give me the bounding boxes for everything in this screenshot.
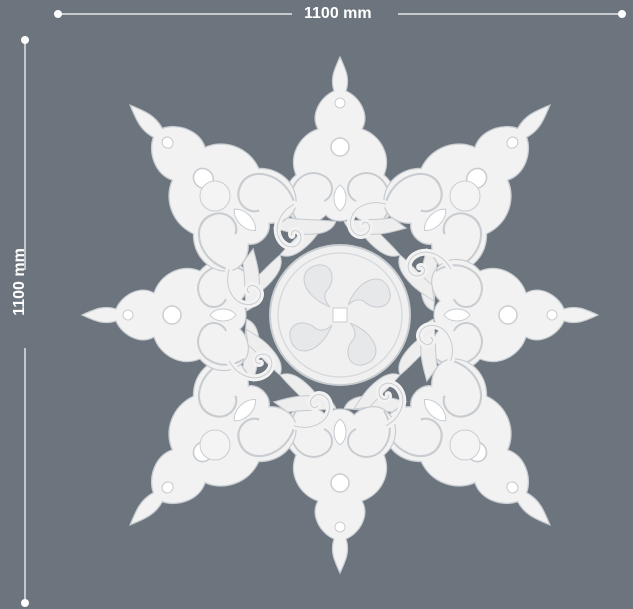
height-dimension-line xyxy=(21,36,29,607)
flower-rosettes xyxy=(199,180,481,461)
width-dimension-label: 1100 mm xyxy=(304,5,372,22)
central-medallion xyxy=(269,244,411,386)
height-dimension-label: 1100 mm xyxy=(11,248,28,316)
width-dimension-line xyxy=(54,10,626,18)
